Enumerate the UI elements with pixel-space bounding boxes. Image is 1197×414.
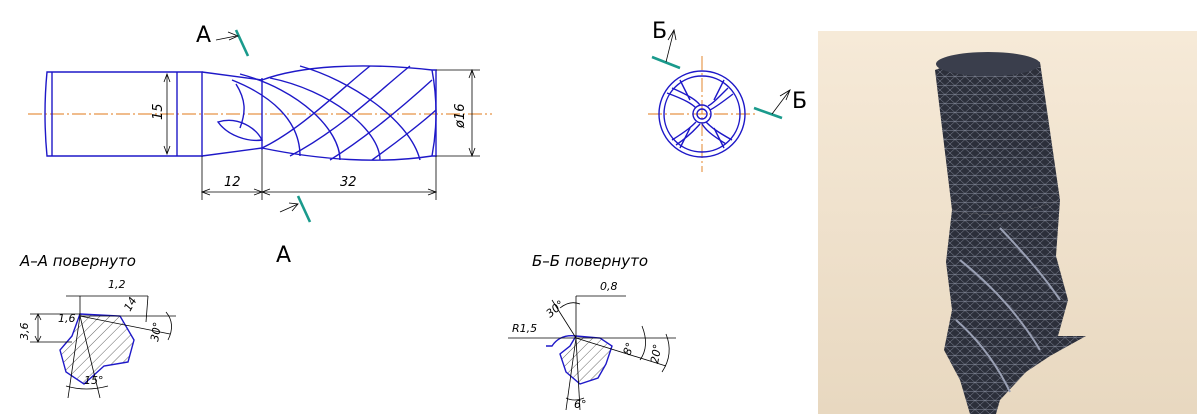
section-b-dim-0: 0,8 <box>600 280 618 293</box>
section-a-dim-1: 1,6 <box>58 312 76 325</box>
section-a-cut-top <box>234 29 250 57</box>
section-a-dim-3: 14 <box>121 295 139 314</box>
section-a-cut-bottom <box>296 195 312 223</box>
section-a-dim-0: 1,2 <box>108 278 126 291</box>
section-b-cut-top <box>651 55 681 70</box>
section-b-profile <box>559 335 613 385</box>
section-b-dim-2: 30° <box>544 298 567 320</box>
dim-neck-label: 15 <box>151 103 166 120</box>
section-a-marker-top: А <box>196 23 211 48</box>
end-outer-circle <box>658 70 746 158</box>
section-a-title: А–А повернуто <box>19 252 136 270</box>
render-shank <box>935 57 1060 215</box>
render-flutes <box>944 200 1086 414</box>
section-b-marker-top: Б <box>652 19 667 44</box>
section-b-marker-right: Б <box>792 89 807 114</box>
dim-flute-label: 32 <box>340 175 357 190</box>
section-a-dim-4: 30° <box>148 321 164 342</box>
section-b-dim-3: 8° <box>621 341 637 357</box>
section-b-dim-5: 6° <box>574 398 587 411</box>
dim-shank-label: 12 <box>224 175 241 190</box>
main-view: 15 ø16 12 32 А А <box>28 23 492 268</box>
end-view: Б Б <box>648 19 807 172</box>
section-a-view: А–А повернуто 1,2 1,6 3,6 14 30° 15° <box>18 252 176 399</box>
section-a-dim-2: 3,6 <box>18 323 31 341</box>
dim-diameter-label: ø16 <box>453 104 468 130</box>
section-b-cut-right <box>753 106 783 120</box>
section-b-view: Б–Б повернуто 0,8 R1,5 30° 8° 20° 6° <box>508 252 676 411</box>
section-a-marker-bottom: А <box>276 243 291 268</box>
section-a-dim-5: 15° <box>84 374 104 387</box>
section-b-dim-4: 20° <box>648 343 664 364</box>
section-b-title: Б–Б повернуто <box>532 252 648 270</box>
render-3d <box>818 31 1197 414</box>
shank-outline <box>44 71 203 157</box>
section-b-dim-1: R1,5 <box>512 322 537 335</box>
